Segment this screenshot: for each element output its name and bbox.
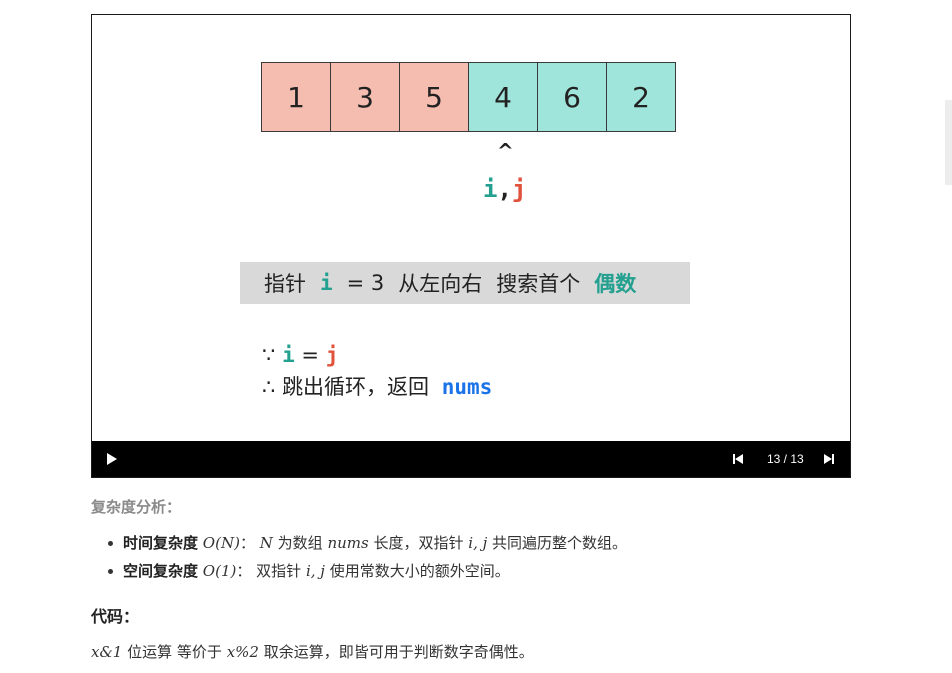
space-complexity-label: 空间复杂度	[123, 562, 199, 580]
note-text: 位运算 等价于	[127, 643, 222, 661]
desc-text: 共同遍历整个数组。	[492, 534, 628, 552]
math-x-mod-2: x%2	[226, 643, 259, 661]
play-button[interactable]	[106, 441, 118, 477]
array-cell: 2	[606, 62, 676, 132]
array-cells: 1 3 5 4 6 2	[261, 62, 676, 132]
pointer-comma: ,	[497, 175, 512, 203]
colon: ：	[236, 562, 252, 580]
array-cell: 3	[330, 62, 400, 132]
return-nums: nums	[441, 375, 493, 399]
time-complexity-label: 时间复杂度	[123, 534, 199, 552]
banner-highlight: 偶数	[594, 272, 637, 296]
banner-assign: = 3	[346, 271, 385, 295]
skip-forward-icon	[824, 454, 834, 464]
list-item: 时间复杂度 O(N)： N 为数组 nums 长度，双指针 i, j 共同遍历整…	[91, 532, 627, 560]
math-ij: i, j	[468, 534, 488, 552]
next-step-button[interactable]	[823, 441, 835, 477]
time-complexity-math: O(N)	[202, 534, 240, 552]
colon: ：	[239, 534, 255, 552]
step-counter: 13 / 13	[767, 452, 804, 466]
pointer-i-label: i	[483, 175, 498, 203]
player-controls: 13 / 13	[92, 441, 850, 477]
desc-text: 双指针	[256, 562, 302, 580]
previous-step-button[interactable]	[732, 441, 744, 477]
array-cell: 6	[537, 62, 607, 132]
scrollbar[interactable]	[945, 100, 952, 185]
play-icon	[107, 453, 117, 465]
slide-stage: 1 3 5 4 6 2 ^ i,j 指针 i = 3 从左向右 搜索首个 偶数 …	[92, 15, 850, 441]
pointer-labels: i,j	[483, 175, 526, 203]
code-title: 代码：	[91, 607, 140, 626]
complexity-title: 复杂度分析：	[91, 498, 182, 516]
banner-text2: 搜索首个	[496, 272, 581, 296]
step-banner: 指针 i = 3 从左向右 搜索首个 偶数	[240, 262, 690, 304]
banner-var-i: i	[320, 271, 333, 295]
pointer-caret: ^	[497, 139, 514, 163]
therefore-symbol: ∴	[262, 375, 276, 399]
line-var-j: j	[325, 343, 339, 367]
slide-player: 1 3 5 4 6 2 ^ i,j 指针 i = 3 从左向右 搜索首个 偶数 …	[91, 14, 851, 478]
pointer-j-label: j	[511, 175, 527, 203]
space-complexity-math: O(1)	[202, 562, 237, 580]
desc-text: 长度，双指针	[373, 534, 464, 552]
math-n: N	[259, 534, 273, 552]
line-equals: =	[301, 343, 320, 367]
list-item: 空间复杂度 O(1)： 双指针 i, j 使用常数大小的额外空间。	[91, 560, 627, 588]
skip-back-icon	[733, 454, 743, 464]
code-note: x&1 位运算 等价于 x%2 取余运算，即皆可用于判断数字奇偶性。	[91, 641, 534, 662]
note-text: 取余运算，即皆可用于判断数字奇偶性。	[263, 643, 534, 661]
math-nums: nums	[327, 534, 369, 552]
array-cell: 5	[399, 62, 469, 132]
because-line: ∵ i = j	[262, 343, 338, 367]
therefore-text: 跳出循环，返回	[282, 375, 430, 399]
banner-text1: 从左向右	[398, 272, 483, 296]
desc-text: 使用常数大小的额外空间。	[329, 562, 510, 580]
line-var-i: i	[282, 343, 295, 367]
array-cell: 4	[468, 62, 538, 132]
complexity-list: 时间复杂度 O(N)： N 为数组 nums 长度，双指针 i, j 共同遍历整…	[91, 532, 627, 588]
therefore-line: ∴ 跳出循环，返回 nums	[262, 371, 492, 401]
banner-prefix: 指针	[264, 272, 306, 296]
math-ij: i, j	[305, 562, 325, 580]
math-x-and-1: x&1	[91, 643, 123, 661]
desc-text: 为数组	[277, 534, 323, 552]
because-symbol: ∵	[262, 343, 276, 367]
array-cell: 1	[261, 62, 331, 132]
